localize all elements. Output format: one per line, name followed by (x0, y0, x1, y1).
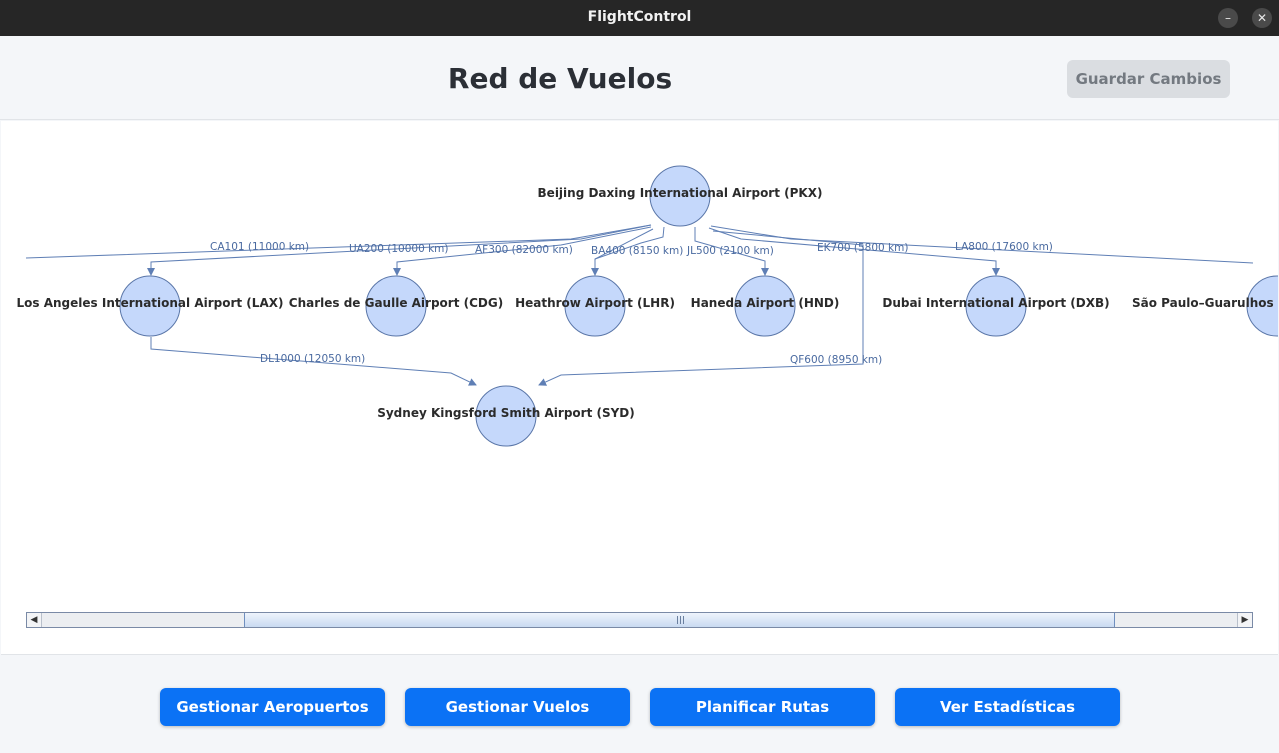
edge-ca101[interactable] (25, 224, 652, 259)
airport-label-hnd: Haneda Airport (HND) (691, 296, 840, 310)
edge-ca101-lax[interactable] (147, 224, 652, 276)
airport-node-dxb[interactable]: Dubai International Airport (DXB) (882, 275, 1110, 337)
flight-network-graph[interactable]: CA101 (11000 km) UA200 (10000 km) AF300 … (1, 121, 1278, 655)
flight-label-dl1000[interactable]: DL1000 (12050 km) (260, 353, 365, 365)
window-title: FlightControl (587, 9, 692, 25)
edge-ek700-dxb[interactable] (708, 227, 1000, 276)
plan-routes-button[interactable]: Planificar Rutas (650, 688, 875, 726)
airport-label-cdg: Charles de Gaulle Airport (CDG) (289, 296, 503, 310)
flight-label-ca101[interactable]: CA101 (11000 km) (210, 241, 309, 253)
edge-ba400[interactable] (594, 226, 665, 260)
airport-label-dxb: Dubai International Airport (DXB) (882, 296, 1109, 310)
window-titlebar: FlightControl – ✕ (0, 0, 1279, 36)
airport-node-gru[interactable]: São Paulo–Guarulhos (1132, 275, 1278, 337)
airport-label-lax: Los Angeles International Airport (LAX) (17, 296, 284, 310)
bottom-nav: Gestionar Aeropuertos Gestionar Vuelos P… (0, 656, 1279, 753)
flight-network-canvas[interactable]: CA101 (11000 km) UA200 (10000 km) AF300 … (1, 121, 1278, 655)
edge-qf600[interactable] (538, 230, 864, 386)
airport-node-hnd[interactable]: Haneda Airport (HND) (691, 275, 840, 337)
airport-label-pkx: Beijing Daxing International Airport (PK… (538, 186, 823, 200)
flight-label-ek700[interactable]: EK700 (5800 km) (817, 242, 908, 254)
flight-label-af300[interactable]: AF300 (82000 km) (475, 244, 573, 256)
flight-label-la800[interactable]: LA800 (17600 km) (955, 241, 1053, 253)
airport-node-cdg[interactable]: Charles de Gaulle Airport (CDG) (289, 275, 503, 337)
flight-labels: CA101 (11000 km) UA200 (10000 km) AF300 … (210, 241, 1053, 366)
flight-label-jl500[interactable]: JL500 (2100 km) (686, 245, 774, 257)
save-changes-button[interactable]: Guardar Cambios (1067, 60, 1230, 98)
flight-label-ba400[interactable]: BA400 (8150 km) (591, 245, 683, 257)
airport-label-syd: Sydney Kingsford Smith Airport (SYD) (377, 406, 635, 420)
minimize-icon[interactable]: – (1218, 8, 1238, 28)
airport-label-lhr: Heathrow Airport (LHR) (515, 296, 675, 310)
grip-icon (676, 616, 684, 624)
airport-label-gru: São Paulo–Guarulhos (1132, 296, 1274, 310)
page-header: Red de Vuelos Guardar Cambios (0, 36, 1279, 120)
airport-node-syd[interactable]: Sydney Kingsford Smith Airport (SYD) (377, 385, 635, 447)
airport-node-lax[interactable]: Los Angeles International Airport (LAX) (17, 275, 284, 337)
manage-flights-button[interactable]: Gestionar Vuelos (405, 688, 630, 726)
edge-la800[interactable] (710, 225, 1254, 264)
airport-node-pkx[interactable]: Beijing Daxing International Airport (PK… (538, 165, 823, 227)
flight-label-qf600[interactable]: QF600 (8950 km) (790, 354, 882, 366)
airport-node-lhr[interactable]: Heathrow Airport (LHR) (515, 275, 675, 337)
horizontal-scrollbar[interactable]: ◀ ▶ (26, 612, 1253, 628)
scroll-left-icon[interactable]: ◀ (27, 613, 42, 627)
flight-edges (25, 224, 1254, 386)
flight-label-ua200[interactable]: UA200 (10000 km) (349, 243, 449, 255)
page-title: Red de Vuelos (447, 62, 673, 95)
edge-dl1000[interactable] (150, 337, 477, 386)
manage-airports-button[interactable]: Gestionar Aeropuertos (160, 688, 385, 726)
scrollbar-thumb[interactable] (244, 613, 1115, 627)
edge-jl500[interactable] (694, 227, 769, 276)
close-icon[interactable]: ✕ (1252, 8, 1272, 28)
view-statistics-button[interactable]: Ver Estadísticas (895, 688, 1120, 726)
scroll-right-icon[interactable]: ▶ (1237, 613, 1252, 627)
edge-ua200[interactable] (393, 226, 652, 276)
